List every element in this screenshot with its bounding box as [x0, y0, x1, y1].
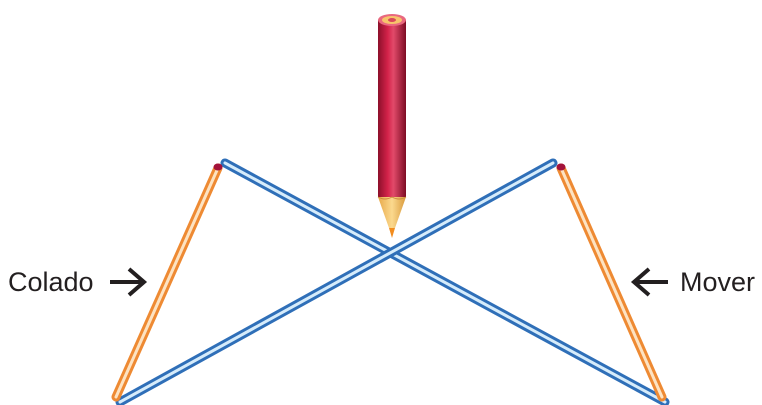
pencil-icon — [378, 14, 406, 238]
blue-rod-a — [225, 163, 665, 402]
rod-end-cap-right — [557, 164, 566, 171]
label-mover: Mover — [680, 267, 755, 297]
rod-end-cap-left — [214, 164, 223, 171]
blue-rod-b — [120, 163, 553, 402]
arrow-right-icon — [110, 269, 144, 295]
arrow-left-icon — [634, 269, 668, 295]
label-colado: Colado — [8, 267, 94, 297]
